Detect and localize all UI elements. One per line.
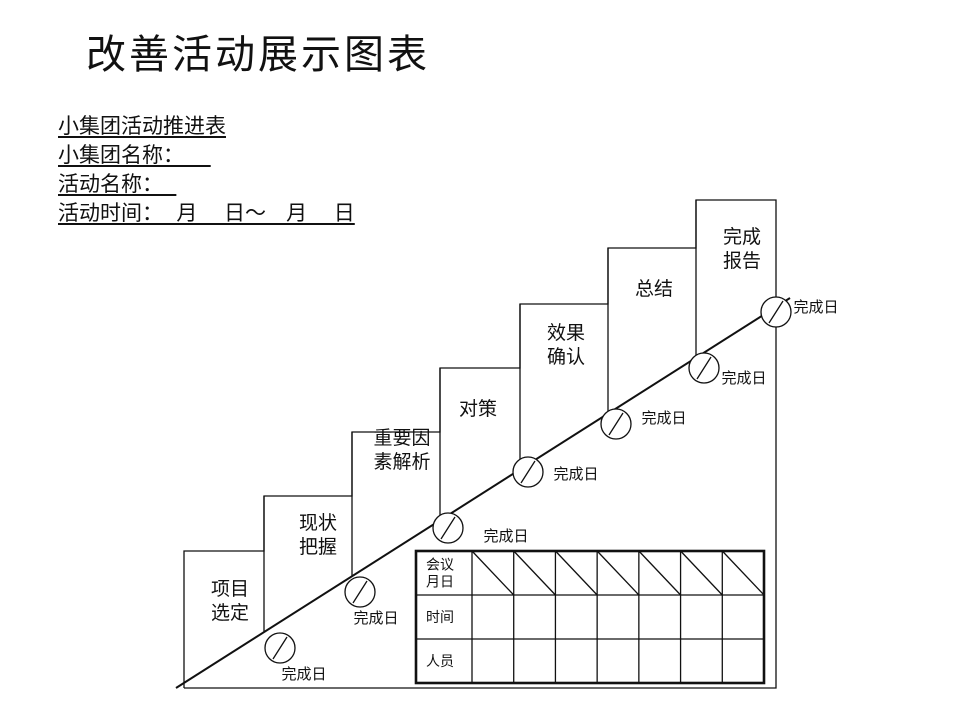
completion-date-label: 完成日 [721, 369, 766, 387]
table-cell-diagonal [554, 550, 598, 596]
step-label-3: 重要因 [373, 427, 430, 449]
completion-slash [696, 356, 712, 380]
completion-date-label: 完成日 [353, 609, 398, 627]
step-label-1: 项目 [211, 578, 249, 600]
completion-slash [768, 300, 784, 324]
info-group-name: 小集团名称： [58, 143, 211, 167]
step-label-3: 素解析 [373, 451, 430, 473]
progress-diagonal [175, 297, 791, 689]
completion-slash [608, 412, 624, 436]
step-label-7: 完成 [723, 226, 761, 248]
table-cell-diagonal [596, 550, 640, 596]
table-row-label: 人员 [426, 654, 454, 670]
completion-slash [520, 460, 536, 484]
table-row-label: 会议 [426, 558, 454, 574]
completion-slash [440, 516, 456, 540]
step-label-4: 对策 [459, 398, 497, 420]
step-label-5: 确认 [547, 346, 585, 368]
step-label-7: 报告 [723, 250, 761, 272]
completion-slash [272, 636, 288, 660]
table-cell-diagonal [638, 550, 682, 596]
step-label-2: 现状 [299, 512, 337, 534]
page-title: 改善活动展示图表 [86, 32, 430, 78]
info-activity-name: 活动名称： [58, 172, 177, 196]
completion-date-label: 完成日 [553, 465, 598, 483]
completion-slash [352, 580, 368, 604]
table-row-label: 月日 [426, 575, 454, 591]
completion-date-label: 完成日 [641, 409, 686, 427]
table-cell-diagonal [513, 550, 556, 596]
info-table-name: 小集团活动推进表 [58, 114, 226, 138]
meeting-table-border [414, 549, 766, 685]
step-label-6: 总结 [635, 278, 673, 300]
table-row-label: 时间 [426, 610, 454, 626]
completion-date-label: 完成日 [793, 298, 838, 316]
table-cell-diagonal [721, 550, 765, 596]
step-label-5: 效果 [547, 322, 585, 344]
table-cell-diagonal [471, 550, 515, 596]
step-label-1: 选定 [211, 602, 249, 624]
completion-date-label: 完成日 [483, 527, 528, 545]
completion-date-label: 完成日 [281, 665, 326, 683]
step-label-2: 把握 [299, 536, 337, 558]
info-activity-time: 活动时间： 月 日～ 月 日 [58, 201, 355, 225]
table-cell-diagonal [680, 550, 723, 596]
